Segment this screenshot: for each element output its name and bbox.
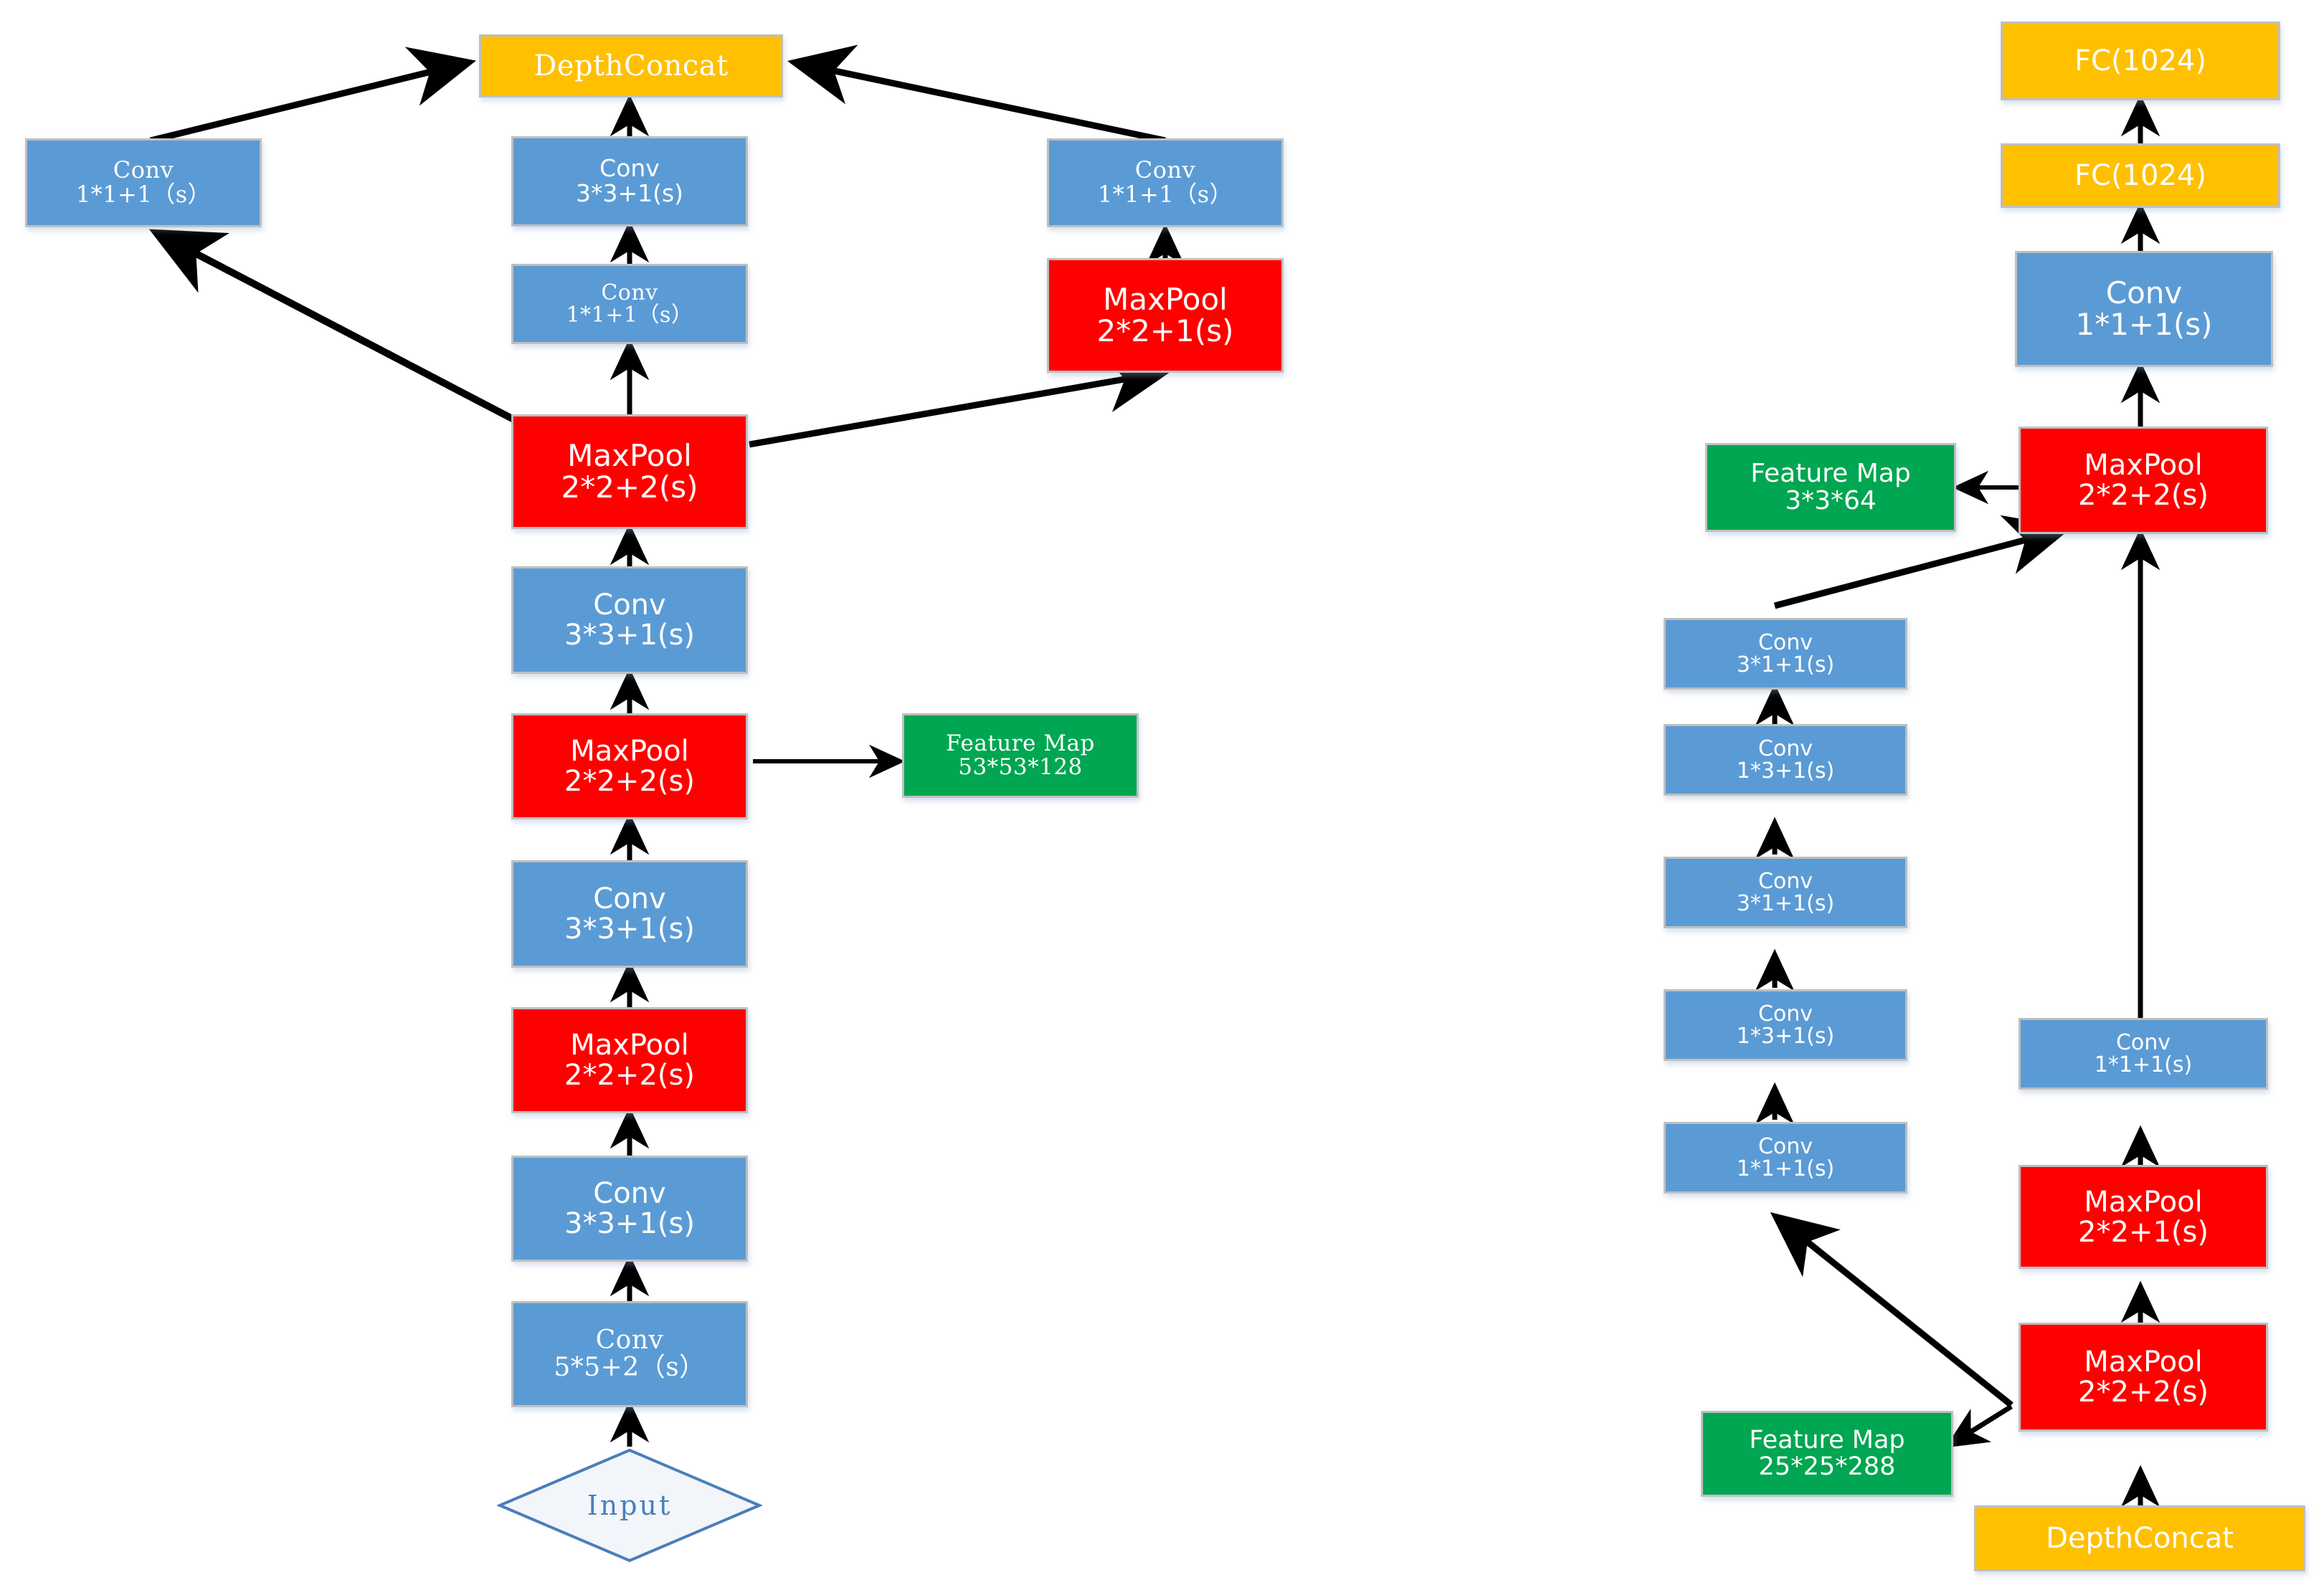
node-label-line1: DepthConcat (2046, 1522, 2234, 1555)
node-feature-map-53x53x128[interactable]: Feature Map 53*53*128 (902, 713, 1139, 798)
node-feature-map-25x25x288[interactable]: Feature Map 25*25*288 (1701, 1411, 1953, 1497)
node-conv-1x3-a[interactable]: Conv 1*3+1(s) (1664, 724, 1907, 796)
node-label-line2: 1*3+1(s) (1736, 758, 1835, 784)
node-label-line1: Conv (1758, 1133, 1813, 1159)
node-maxpool-2x2s1-right-branch[interactable]: MaxPool 2*2+1(s) (2019, 1165, 2268, 1269)
node-label-line2: 25*25*288 (1758, 1452, 1896, 1481)
node-maxpool-2x2s2-c[interactable]: MaxPool 2*2+2(s) (511, 1007, 748, 1113)
node-label-line2: 3*3+1(s) (575, 179, 684, 207)
node-conv-3x3-b[interactable]: Conv 3*3+1(s) (511, 860, 748, 968)
node-fc-1024-second[interactable]: FC(1024) (2001, 143, 2280, 208)
node-label-line2: 53*53*128 (958, 754, 1083, 780)
node-label-line2: 3*3+1(s) (564, 1207, 695, 1240)
node-label-line2: 2*2+1(s) (1096, 313, 1234, 348)
node-conv-3x3-a[interactable]: Conv 3*3+1(s) (511, 566, 748, 674)
node-label-line1: Conv (595, 1325, 664, 1356)
node-label-line1: Conv (593, 1177, 666, 1210)
node-label-line1: Conv (1758, 1001, 1813, 1027)
node-depthconcat-bottom[interactable]: DepthConcat (1974, 1505, 2305, 1571)
node-depthconcat-top[interactable]: DepthConcat (479, 34, 783, 97)
node-conv-1x1-branch-right[interactable]: Conv 1*1+1（s） (1047, 138, 1284, 227)
node-label-line2: 2*2+2(s) (564, 1059, 695, 1092)
node-label-line2: 2*2+2(s) (561, 470, 698, 505)
node-label-line2: 2*2+2(s) (2078, 1376, 2209, 1409)
node-label-line1: MaxPool (2084, 449, 2203, 482)
node-label-line2: 1*1+1（s） (566, 303, 693, 328)
node-conv-5x5[interactable]: Conv 5*5+2（s） (511, 1301, 748, 1407)
node-label-line1: FC(1024) (2074, 44, 2206, 77)
node-label-line2: 3*1+1(s) (1736, 652, 1835, 677)
node-label-line2: 3*3*64 (1785, 486, 1877, 515)
node-label-line2: 1*1+1(s) (2094, 1052, 2193, 1077)
node-maxpool-2x2s1-branch-right[interactable]: MaxPool 2*2+1(s) (1047, 258, 1284, 373)
node-label-line1: Feature Map (946, 730, 1095, 757)
node-label-line2: 2*2+2(s) (2078, 479, 2209, 512)
node-label-line2: 1*1+1(s) (1736, 1156, 1835, 1181)
node-maxpool-2x2s2-top-right[interactable]: MaxPool 2*2+2(s) (2019, 427, 2268, 534)
node-label-line1: Conv (1758, 735, 1813, 761)
node-conv-1x1-top-right[interactable]: Conv 1*1+1(s) (2015, 251, 2273, 367)
node-label-line2: 1*1+1(s) (2075, 307, 2213, 342)
node-label-line1: Conv (593, 589, 666, 622)
node-label-line2: 1*1+1（s） (75, 181, 212, 208)
node-input[interactable]: Input (497, 1448, 762, 1563)
node-label-line2: 2*2+1(s) (2078, 1215, 2209, 1249)
node-label-line1: Feature Map (1750, 459, 1911, 489)
node-conv-1x1-left-right-branch[interactable]: Conv 1*1+1(s) (1664, 1122, 1907, 1194)
node-conv-1x1-branch-mid[interactable]: Conv 1*1+1（s） (511, 264, 748, 344)
node-conv-3x3-branch-mid[interactable]: Conv 3*3+1(s) (511, 136, 748, 227)
node-conv-3x1-a[interactable]: Conv 3*1+1(s) (1664, 618, 1907, 690)
node-label-line1: Input (587, 1490, 673, 1521)
node-label-line1: Conv (2105, 275, 2183, 310)
node-label-line1: Conv (593, 882, 666, 915)
node-label-line2: 5*5+2（s） (554, 1353, 706, 1382)
node-conv-1x3-b[interactable]: Conv 1*3+1(s) (1664, 989, 1907, 1061)
node-maxpool-2x2s2-a[interactable]: MaxPool 2*2+2(s) (511, 414, 748, 529)
node-label-line2: 1*1+1（s） (1097, 181, 1233, 208)
node-label-line1: MaxPool (567, 437, 692, 473)
node-label-line2: 1*3+1(s) (1736, 1024, 1835, 1049)
node-maxpool-2x2s2-b[interactable]: MaxPool 2*2+2(s) (511, 713, 748, 819)
input-diamond-shape (497, 1448, 762, 1563)
node-label-line1: Conv (2115, 1029, 2171, 1055)
node-maxpool-2x2s2-bottom-right[interactable]: MaxPool 2*2+2(s) (2019, 1323, 2268, 1432)
node-label-line2: 2*2+2(s) (564, 765, 695, 798)
node-label-line1: Conv (1758, 868, 1813, 894)
node-label-line1: MaxPool (2084, 1185, 2203, 1219)
node-conv-1x1-far-left[interactable]: Conv 1*1+1（s） (25, 138, 262, 227)
node-label-line1: Feature Map (1749, 1426, 1905, 1455)
node-label-line1: Conv (113, 156, 174, 184)
node-label-line1: MaxPool (1103, 281, 1228, 317)
node-label-line1: MaxPool (2084, 1346, 2203, 1379)
node-label-line1: Conv (1134, 156, 1196, 184)
node-label-line1: MaxPool (570, 1029, 689, 1062)
node-label-line1: Conv (599, 154, 660, 183)
node-label-line1: FC(1024) (2074, 159, 2206, 192)
node-label-line1: DepthConcat (533, 49, 729, 82)
node-label-line1: Conv (1758, 629, 1813, 655)
node-label-line2: 3*3+1(s) (564, 913, 695, 946)
node-label-line2: 3*3+1(s) (564, 619, 695, 652)
node-label-line1: Conv (601, 280, 658, 305)
node-conv-1x1-right-right-branch[interactable]: Conv 1*1+1(s) (2019, 1018, 2268, 1090)
node-conv-3x1-b[interactable]: Conv 3*1+1(s) (1664, 857, 1907, 928)
node-feature-map-3x3x64[interactable]: Feature Map 3*3*64 (1705, 443, 1956, 532)
node-label-line1: MaxPool (570, 735, 689, 768)
node-fc-1024-top[interactable]: FC(1024) (2001, 22, 2280, 100)
node-conv-3x3-c[interactable]: Conv 3*3+1(s) (511, 1156, 748, 1262)
node-label-line2: 3*1+1(s) (1736, 891, 1835, 916)
